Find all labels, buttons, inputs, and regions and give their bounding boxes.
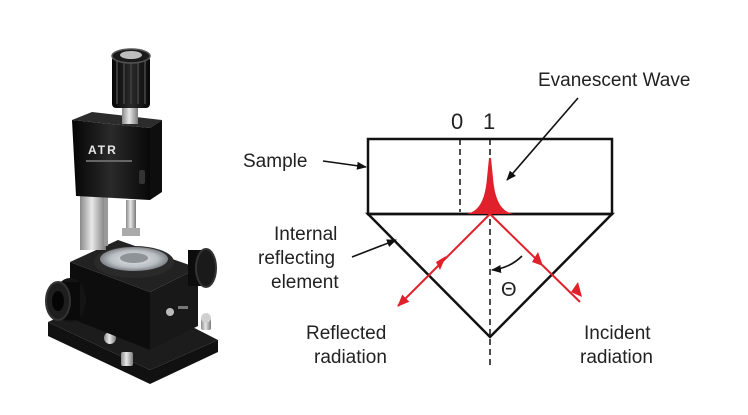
incident-ray-arrow-end [571,282,582,297]
press-tip [126,200,136,230]
right-port [188,248,217,288]
press-arm: ATR [72,112,162,200]
evanescent-leader [506,97,579,181]
reflected-label-line1: Reflected [306,323,386,344]
device-housing [70,262,150,350]
sample-label: Sample [243,151,307,172]
ire-leader [351,239,397,258]
atr-accessory-device: ATR [45,48,218,384]
tick-label-0: 0 [451,109,463,134]
incident-label-line2: radiation [580,347,653,368]
sample-plate [94,246,174,278]
tick-label-1: 1 [483,109,495,134]
evanescent-wave-label: Evanescent Wave [538,70,690,91]
evanescent-wave-shape [466,158,514,214]
ire-label-line1: Internal [274,224,337,245]
device-base-plate [48,322,218,384]
front-logo-icon [166,308,174,316]
incident-label-line1: Incident [584,323,651,344]
atr-diagram: Evanescent Wave 0 1 Sample Internal refl… [243,70,690,368]
theta-label: Θ [501,279,517,301]
reflected-ray-arrow-mid [436,256,446,270]
pressure-knob [111,48,151,108]
sample-leader [322,160,367,170]
incident-ray-arrow-mid [532,252,543,266]
theta-angle-arc [491,255,523,273]
ire-label-line2: reflecting [258,248,335,269]
reflected-label-line2: radiation [314,347,387,368]
device-brand-label: ATR [88,143,118,157]
ire-label-line3: element [271,272,339,293]
left-port [45,278,86,322]
